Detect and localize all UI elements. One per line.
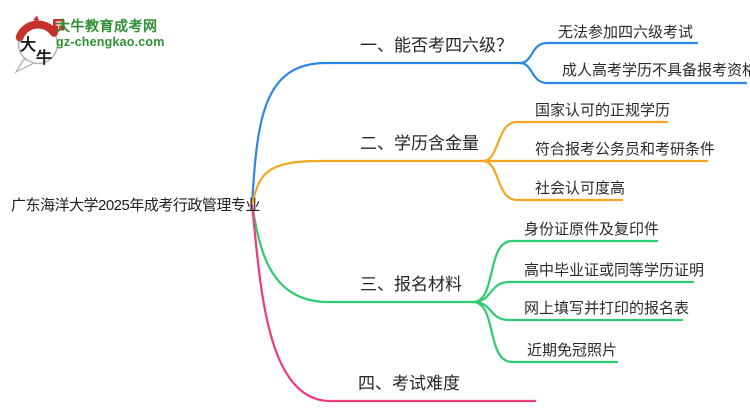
logo-cap-tab	[33, 15, 39, 21]
logo-char-top: 大	[20, 35, 36, 54]
branch2-child3: 社会认可度高	[535, 180, 626, 197]
branch2-child2: 符合报考公务员和考研条件	[535, 141, 716, 158]
site-logo: 大 牛 大牛教育成考网 gz-chengkao.com	[10, 12, 240, 74]
logo-subtitle: gz-chengkao.com	[56, 35, 165, 49]
branch1-child1: 无法参加四六级考试	[558, 24, 694, 41]
logo-red-cap	[15, 20, 58, 42]
branch4-label: 四、考试难度	[358, 374, 460, 393]
branch3-label: 三、报名材料	[360, 275, 462, 294]
branch1-label: 一、能否考四六级？	[360, 36, 513, 55]
logo-bubble-tail	[14, 58, 36, 74]
logo-char-bottom: 牛	[36, 48, 52, 67]
branch3-child3: 网上填写并打印的报名表	[524, 300, 690, 317]
edge-branch2-main	[250, 159, 485, 207]
root-topic: 广东海洋大学2025年成考行政管理专业	[11, 197, 260, 214]
logo-seal-marks	[55, 21, 62, 29]
branch2-child1: 国家认可的正规学历	[535, 102, 671, 119]
edge-branch1-child1	[518, 41, 699, 65]
logo-bubble-icon: 大 牛	[14, 15, 65, 74]
branch2-label: 二、学历含金量	[360, 134, 479, 153]
edge-branch4-main	[250, 203, 537, 403]
branch3-child1: 身份证原件及复印件	[524, 221, 660, 238]
branch3-child4: 近期免冠照片	[527, 342, 618, 359]
edge-branch3-child2	[471, 280, 695, 304]
logo-title: 大牛教育成考网	[56, 18, 158, 34]
branch3-child2: 高中毕业证或同等学历证明	[524, 262, 705, 279]
branch1-child2: 成人高考学历不具备报考资格	[562, 62, 750, 79]
